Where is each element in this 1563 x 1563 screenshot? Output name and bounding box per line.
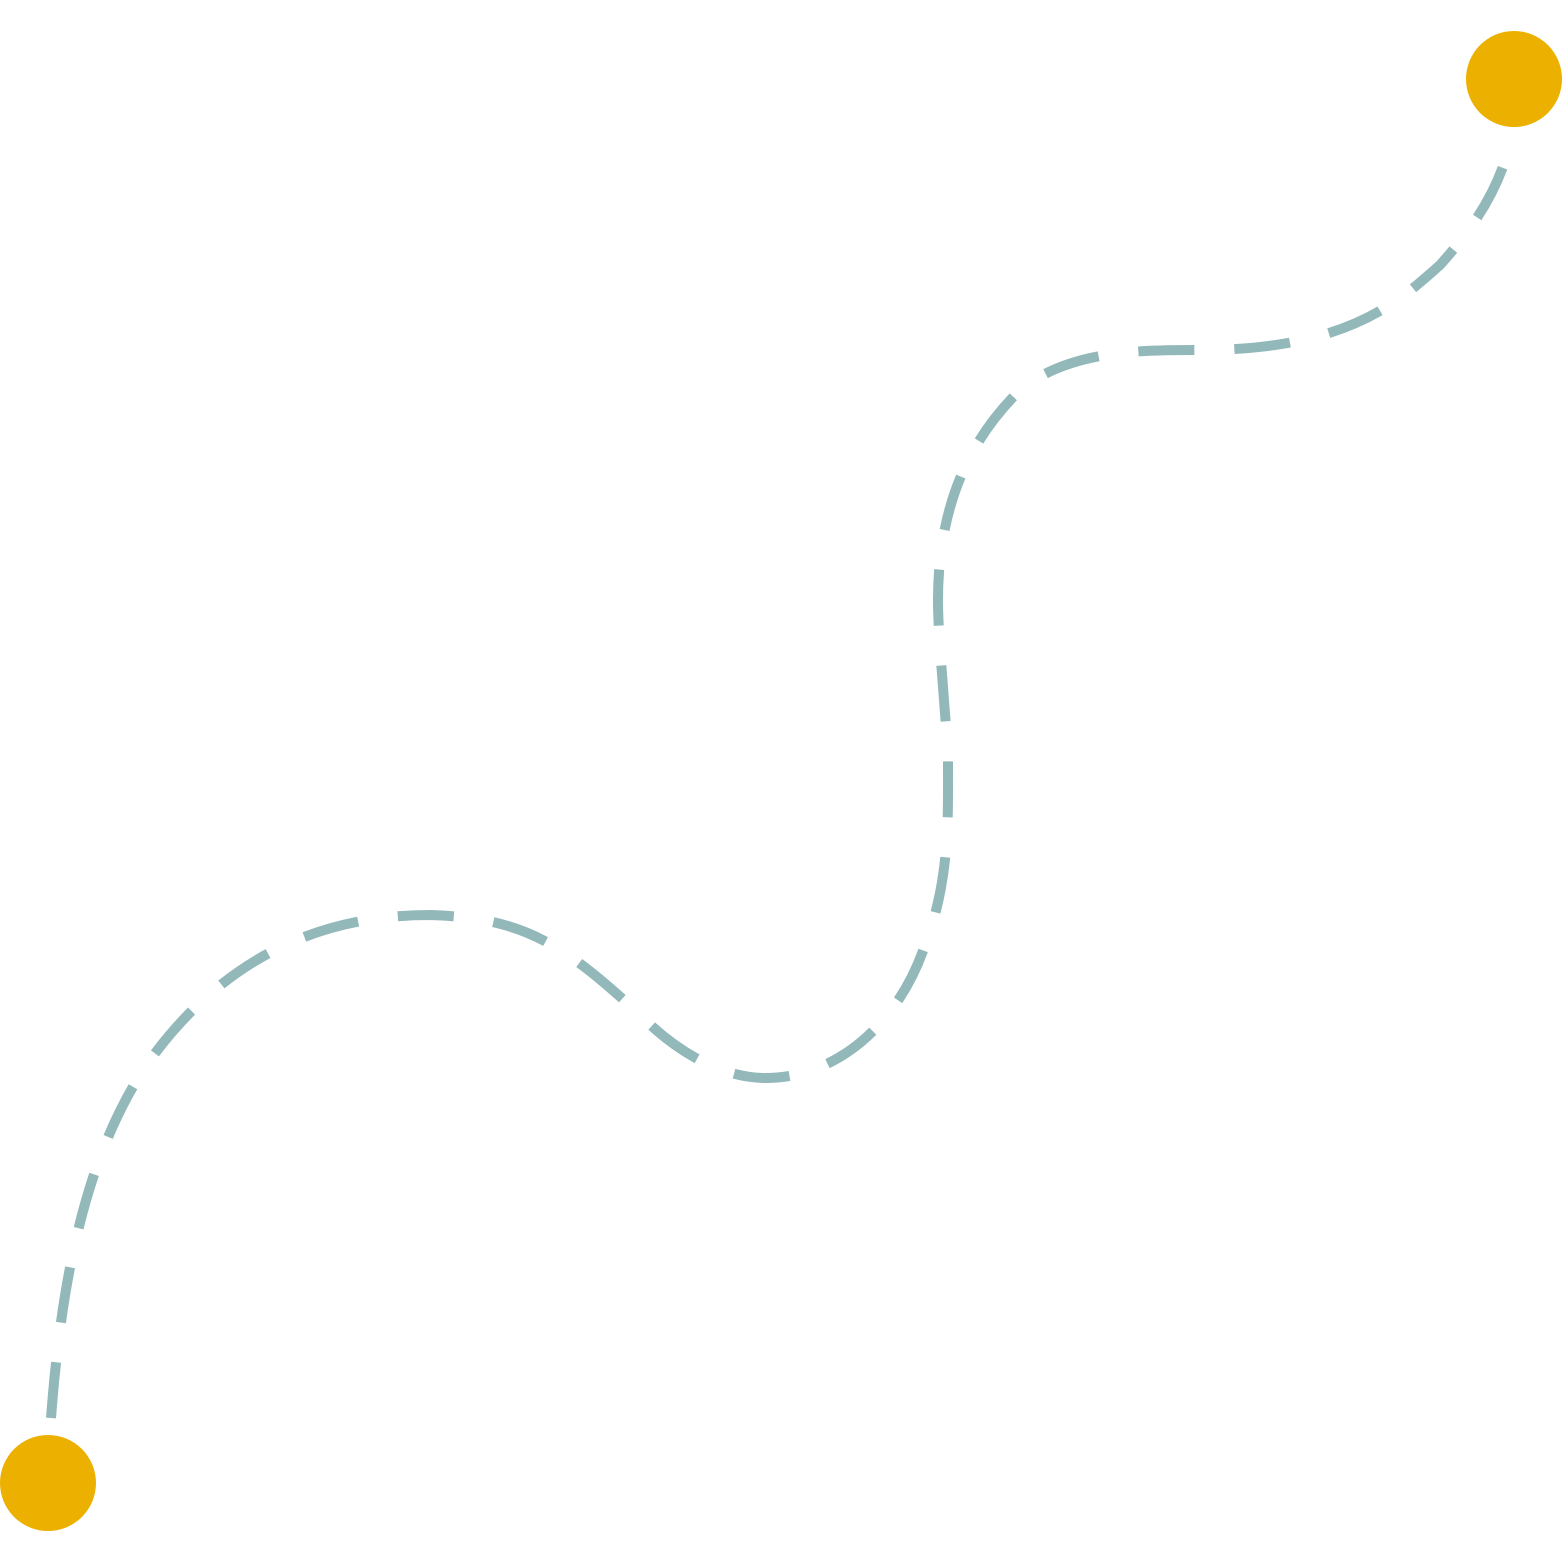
start-point-marker (0, 1435, 96, 1531)
dashed-route-path (46, 143, 1515, 1419)
end-point-marker (1466, 31, 1562, 127)
